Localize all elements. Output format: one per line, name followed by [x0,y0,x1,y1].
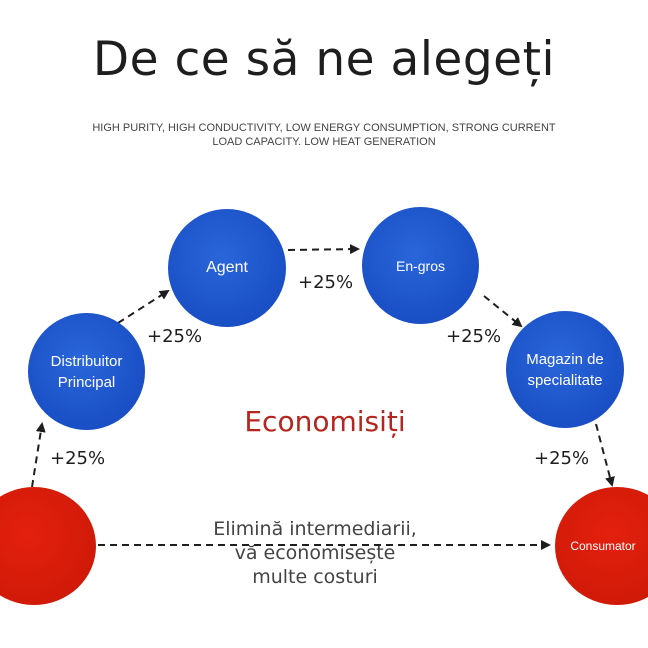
markup-start-to-distributor: +25% [50,448,106,469]
savings-label: Economisiți [244,405,406,438]
markup-distributor-to-agent: +25% [147,326,203,347]
node-consumer-label: Consumator [570,539,636,553]
markup-store-to-consumer: +25% [534,448,590,469]
arrow-distributor-to-agent [117,289,170,324]
start-node [0,487,96,605]
node-distributor-line-2: Principal [57,373,116,391]
subtitle-line-1: HIGH PURITY, HIGH CONDUCTIVITY, LOW ENER… [92,122,556,134]
markup-wholesale-to-store: +25% [446,326,502,347]
arrow-store-to-consumer [595,423,615,487]
node-distributor-line-1: Distribuitor [50,352,123,370]
node-wholesale: En-gros [362,207,479,324]
node-agent-label: Agent [206,259,248,276]
markup-agent-to-wholesale: +25% [298,272,354,293]
node-store-line-1: Magazin de [526,350,604,368]
node-store: Magazin de specialitate [506,311,624,428]
direct-path-line-1: Elimină intermediarii, [213,518,417,540]
page-subtitle: HIGH PURITY, HIGH CONDUCTIVITY, LOW ENER… [60,121,588,149]
direct-path-line-3: multe costuri [252,566,378,588]
node-distributor: Distribuitor Principal [28,313,145,430]
arrow-wholesale-to-store [483,295,523,328]
direct-path-line-2: vă economisește [234,542,396,564]
direct-path-caption: Elimină intermediarii, vă economisește m… [180,517,450,589]
node-store-line-2: specialitate [527,371,603,389]
node-agent: Agent [168,209,286,327]
node-consumer: Consumator [555,487,648,605]
arrow-start-to-distributor [31,422,46,488]
subtitle-line-2: LOAD CAPACITY. LOW HEAT GENERATION [212,136,436,148]
page-title: De ce să ne alegeți [92,32,556,87]
arrow-agent-to-wholesale [287,244,360,255]
node-wholesale-label: En-gros [395,257,446,274]
